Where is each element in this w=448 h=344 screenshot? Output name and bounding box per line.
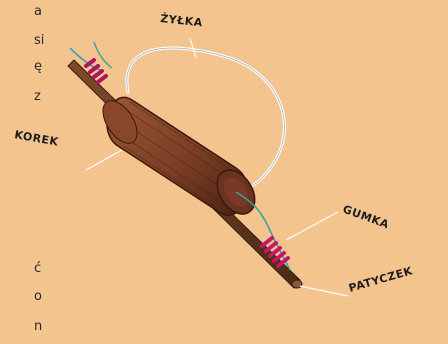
label-gumka: GUMKA — [341, 203, 391, 232]
label-korek: KOREK — [13, 128, 59, 149]
leader-line-gumka — [286, 212, 338, 240]
label-zylka: ŻYŁKA — [160, 11, 204, 29]
leader-line-patyczek — [300, 286, 348, 296]
cork-body — [96, 95, 262, 221]
label-patyczek: PATYCZEK — [347, 264, 414, 295]
rubber-band-bottom — [262, 238, 288, 266]
leader-line-korek — [86, 150, 122, 170]
